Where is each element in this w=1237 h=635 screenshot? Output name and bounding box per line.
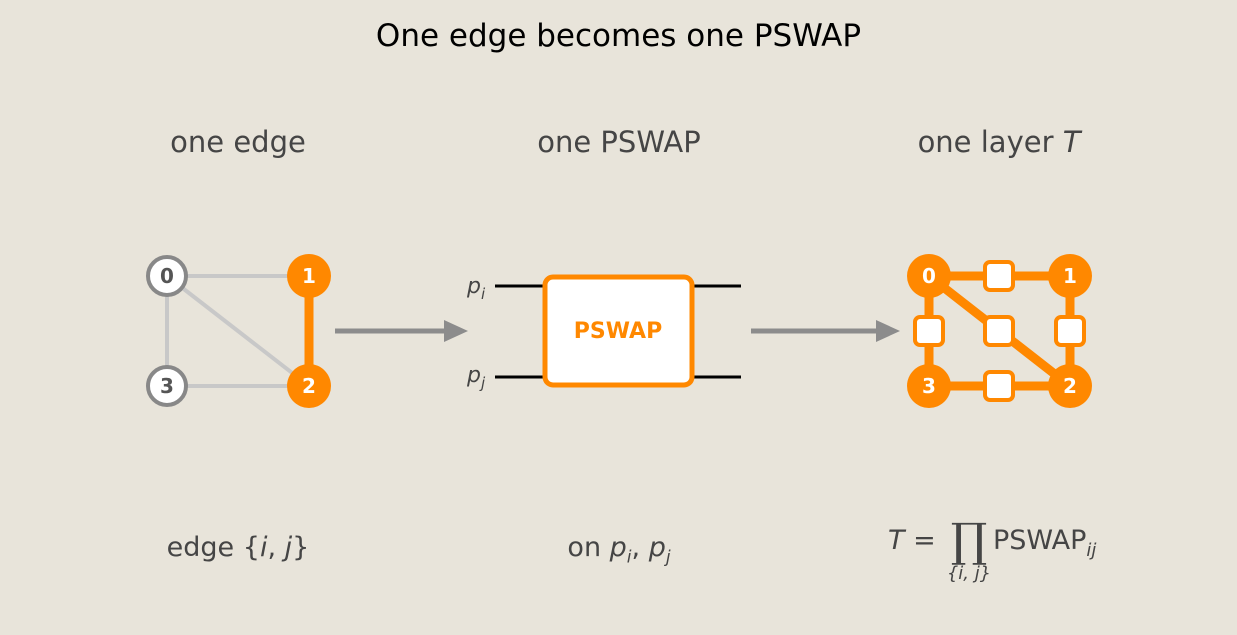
right-graph-layer: 0 1 2 3: [907, 254, 1092, 408]
layer-node-1: [1048, 254, 1092, 298]
node-0-label: 0: [160, 264, 174, 288]
heading-one-pswap: one PSWAP: [537, 125, 701, 159]
pswap-gate-label: PSWAP: [574, 319, 662, 344]
layer-node-3: [907, 364, 951, 408]
arrow-right-icon: [335, 320, 468, 342]
node-1: [287, 254, 331, 298]
layer-node-1-label: 1: [1063, 264, 1077, 288]
wire-label-pi: pi: [466, 274, 486, 303]
node-1-label: 1: [302, 264, 316, 288]
formula-rhs: PSWAPij: [993, 525, 1096, 561]
diagram-title: One edge becomes one PSWAP: [375, 18, 862, 54]
heading-one-edge: one edge: [170, 125, 306, 159]
footer-edge-ij: edge {i, j}: [166, 532, 310, 563]
formula-lhs: T =: [888, 525, 936, 556]
mini-gate-3-2: [983, 370, 1015, 402]
heading-one-layer: one layer T: [849, 125, 1149, 159]
pswap-gate-box: [542, 274, 695, 388]
node-3: [146, 365, 188, 407]
layer-formula: T = ∏ {i, j} PSWAPij: [888, 513, 1096, 584]
layer-node-0: [907, 254, 951, 298]
left-graph: 0 3 1 2: [146, 254, 331, 408]
mini-gate-1-2: [1054, 315, 1086, 347]
mini-gate-0-3: [913, 315, 945, 347]
layer-node-0-label: 0: [922, 264, 936, 288]
mini-gate-0-1: [983, 260, 1015, 292]
layer-node-3-label: 3: [922, 374, 936, 398]
layer-node-2: [1048, 364, 1092, 408]
arrow-right-icon: [751, 320, 900, 342]
product-symbol: ∏: [951, 513, 988, 567]
node-2-label: 2: [302, 374, 316, 398]
pswap-circuit: PSWAP pi pj: [466, 274, 741, 392]
wire-label-pj: pj: [466, 363, 486, 392]
node-0: [146, 255, 188, 297]
footer-on-pi-pj: on pi, pj: [567, 532, 671, 568]
heading-one-layer-prefix: one layer: [917, 125, 1063, 159]
node-2: [287, 364, 331, 408]
edge-0-2: [165, 274, 311, 388]
product-subscript: {i, j}: [947, 563, 991, 584]
node-3-label: 3: [160, 374, 174, 398]
layer-node-2-label: 2: [1063, 374, 1077, 398]
mini-gate-0-2: [983, 315, 1015, 347]
heading-one-layer-var: T: [1062, 125, 1081, 159]
